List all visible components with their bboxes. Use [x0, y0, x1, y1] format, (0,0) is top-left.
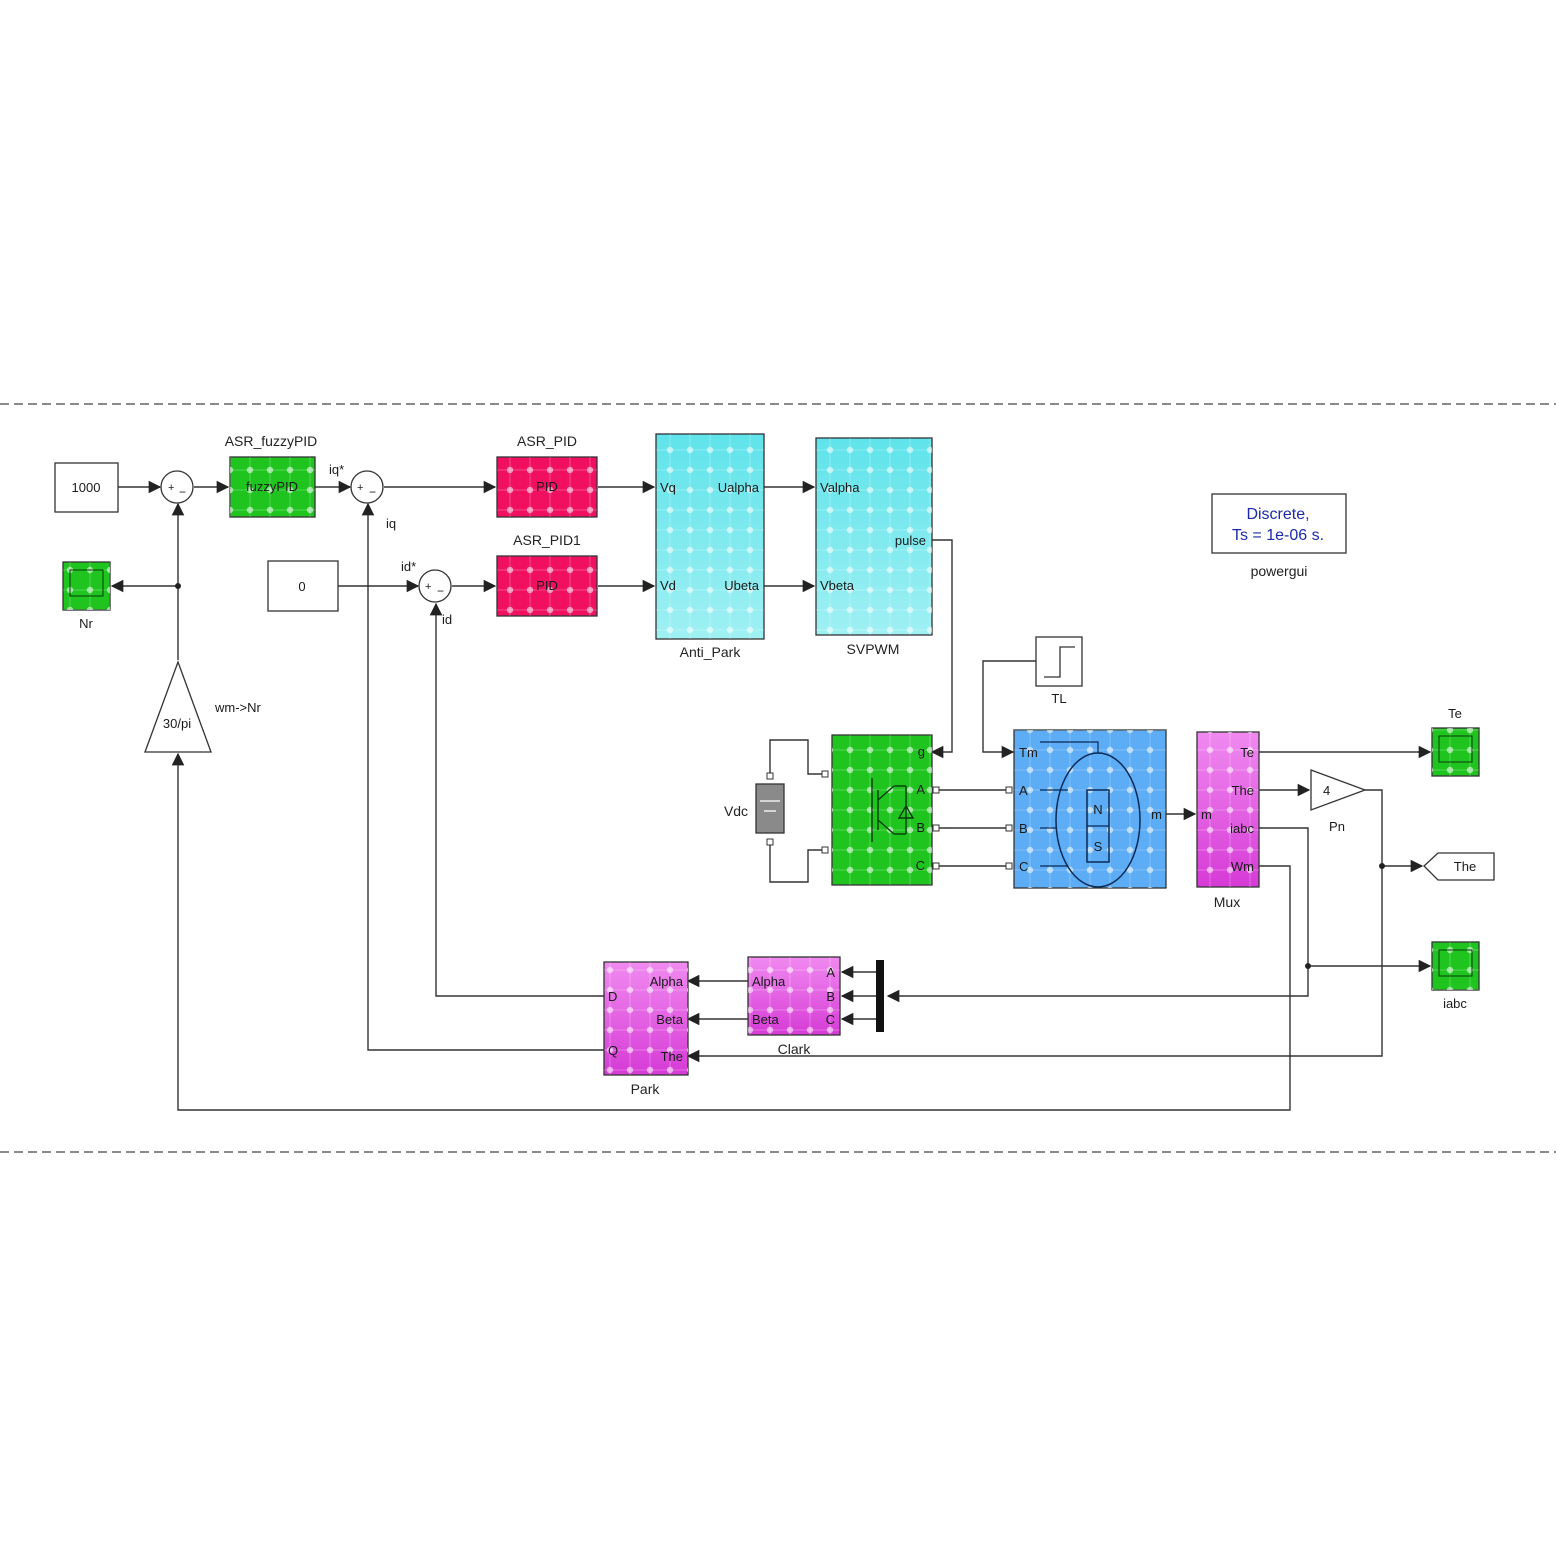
- anti-park-out-ubeta: Ubeta: [724, 578, 759, 593]
- pmsm-out-m: m: [1151, 807, 1162, 822]
- iq-ref-label: iq*: [329, 462, 344, 477]
- mux-block[interactable]: m Te The iabc Wm Mux: [1196, 731, 1260, 910]
- powergui-line2: Ts = 1e-06 s.: [1232, 527, 1324, 544]
- svpwm-out-pulse: pulse: [895, 533, 926, 548]
- anti-park-in-vq: Vq: [660, 480, 676, 495]
- mux-out-iabc: iabc: [1230, 821, 1254, 836]
- pn-gain-label: Pn: [1329, 819, 1345, 834]
- the-goto-block[interactable]: The: [1423, 852, 1495, 881]
- asr-pid1-label: ASR_PID1: [513, 532, 581, 548]
- id-ref-label: id*: [401, 559, 416, 574]
- pn-gain-block[interactable]: 4 Pn: [1310, 769, 1367, 834]
- inverter-out-c: C: [916, 858, 925, 873]
- iabc-scope-block[interactable]: iabc: [1431, 941, 1480, 1011]
- iabc-scope-label: iabc: [1443, 996, 1467, 1011]
- constant-speed-value: 1000: [72, 480, 101, 495]
- constant-id-value: 0: [298, 579, 305, 594]
- mux-out-te: Te: [1240, 745, 1254, 760]
- asr-pid1-block[interactable]: ASR_PID1 PID: [496, 532, 598, 617]
- powergui-line1: Discrete,: [1246, 506, 1309, 523]
- gain-wm-value: 30/pi: [163, 716, 191, 731]
- svpwm-label: SVPWM: [847, 641, 900, 657]
- asr-fuzzypid-label: ASR_fuzzyPID: [225, 433, 318, 449]
- svg-text:−: −: [369, 485, 376, 499]
- svg-text:+: +: [425, 581, 431, 593]
- pmsm-pole-s: S: [1094, 839, 1103, 854]
- asr-fuzzypid-inner: fuzzyPID: [246, 479, 298, 494]
- constant-id-block[interactable]: 0: [267, 560, 339, 612]
- pmsm-pole-n: N: [1093, 802, 1102, 817]
- asr-fuzzypid-block[interactable]: ASR_fuzzyPID fuzzyPID: [225, 433, 318, 518]
- clark-in-a: A: [826, 965, 835, 980]
- powergui-label: powergui: [1251, 563, 1308, 579]
- inverter-out-b: B: [916, 820, 925, 835]
- clark-out-beta: Beta: [752, 1012, 780, 1027]
- pmsm-in-b: B: [1019, 821, 1028, 836]
- anti-park-label: Anti_Park: [680, 644, 742, 660]
- svpwm-block[interactable]: Valpha Vbeta pulse SVPWM: [815, 437, 933, 657]
- park-block[interactable]: D Q Alpha Beta The Park: [603, 961, 689, 1097]
- pmsm-in-a: A: [1019, 783, 1028, 798]
- pn-gain-value: 4: [1323, 783, 1330, 798]
- asr-pid-label: ASR_PID: [517, 433, 577, 449]
- svpwm-in-valpha: Valpha: [820, 480, 860, 495]
- clark-in-c: C: [826, 1012, 835, 1027]
- pmsm-block[interactable]: Tm A B C m N S: [1005, 729, 1167, 889]
- inverter-block[interactable]: g A B C: [821, 734, 940, 886]
- anti-park-in-vd: Vd: [660, 578, 676, 593]
- tl-label: TL: [1051, 691, 1066, 706]
- demux-bar[interactable]: [876, 960, 884, 1032]
- park-in-beta: Beta: [656, 1012, 684, 1027]
- tl-step-block[interactable]: TL: [1035, 636, 1083, 706]
- svg-text:−: −: [437, 584, 444, 598]
- mux-out-the: The: [1232, 783, 1254, 798]
- svg-text:+: +: [357, 482, 363, 494]
- te-scope-block[interactable]: Te: [1431, 706, 1480, 777]
- vdc-label: Vdc: [724, 803, 748, 819]
- mux-out-wm: Wm: [1231, 859, 1254, 874]
- anti-park-block[interactable]: Vq Vd Ualpha Ubeta Anti_Park: [655, 433, 765, 660]
- iq-label: iq: [386, 516, 396, 531]
- sum-id-block[interactable]: + −: [418, 569, 452, 603]
- mux-in-m: m: [1201, 807, 1212, 822]
- the-goto-label: The: [1454, 859, 1476, 874]
- anti-park-out-ualpha: Ualpha: [718, 480, 760, 495]
- asr-pid1-inner: PID: [536, 578, 558, 593]
- svg-text:−: −: [179, 485, 186, 499]
- asr-pid-block[interactable]: ASR_PID PID: [496, 433, 598, 518]
- vdc-block[interactable]: Vdc: [724, 772, 785, 846]
- clark-label: Clark: [778, 1041, 812, 1057]
- nr-scope-block[interactable]: Nr: [62, 561, 111, 631]
- inverter-out-a: A: [916, 782, 925, 797]
- gain-wm-block[interactable]: 30/pi wm->Nr: [144, 660, 262, 753]
- clark-in-b: B: [826, 989, 835, 1004]
- id-label: id: [442, 612, 452, 627]
- wires: [110, 480, 1432, 1111]
- nr-scope-label: Nr: [79, 616, 93, 631]
- pmsm-in-tm: Tm: [1019, 745, 1038, 760]
- park-label: Park: [631, 1081, 661, 1097]
- sum-speed-block[interactable]: + −: [160, 470, 194, 504]
- clark-block[interactable]: Alpha Beta A B C Clark: [747, 956, 841, 1057]
- gain-wm-label: wm->Nr: [214, 700, 262, 715]
- park-out-q: Q: [608, 1043, 618, 1058]
- constant-speed-block[interactable]: 1000: [54, 462, 119, 513]
- inverter-in-g: g: [918, 744, 925, 759]
- sum-iq-block[interactable]: + −: [350, 470, 384, 504]
- powergui-block[interactable]: Discrete, Ts = 1e-06 s. powergui: [1211, 493, 1347, 579]
- park-in-alpha: Alpha: [650, 974, 684, 989]
- svg-text:+: +: [168, 482, 174, 494]
- clark-out-alpha: Alpha: [752, 974, 786, 989]
- te-scope-label: Te: [1448, 706, 1462, 721]
- svpwm-in-vbeta: Vbeta: [820, 578, 855, 593]
- park-in-the: The: [661, 1049, 683, 1064]
- park-out-d: D: [608, 989, 617, 1004]
- pmsm-in-c: C: [1019, 859, 1028, 874]
- asr-pid-inner: PID: [536, 479, 558, 494]
- mux-label: Mux: [1214, 894, 1240, 910]
